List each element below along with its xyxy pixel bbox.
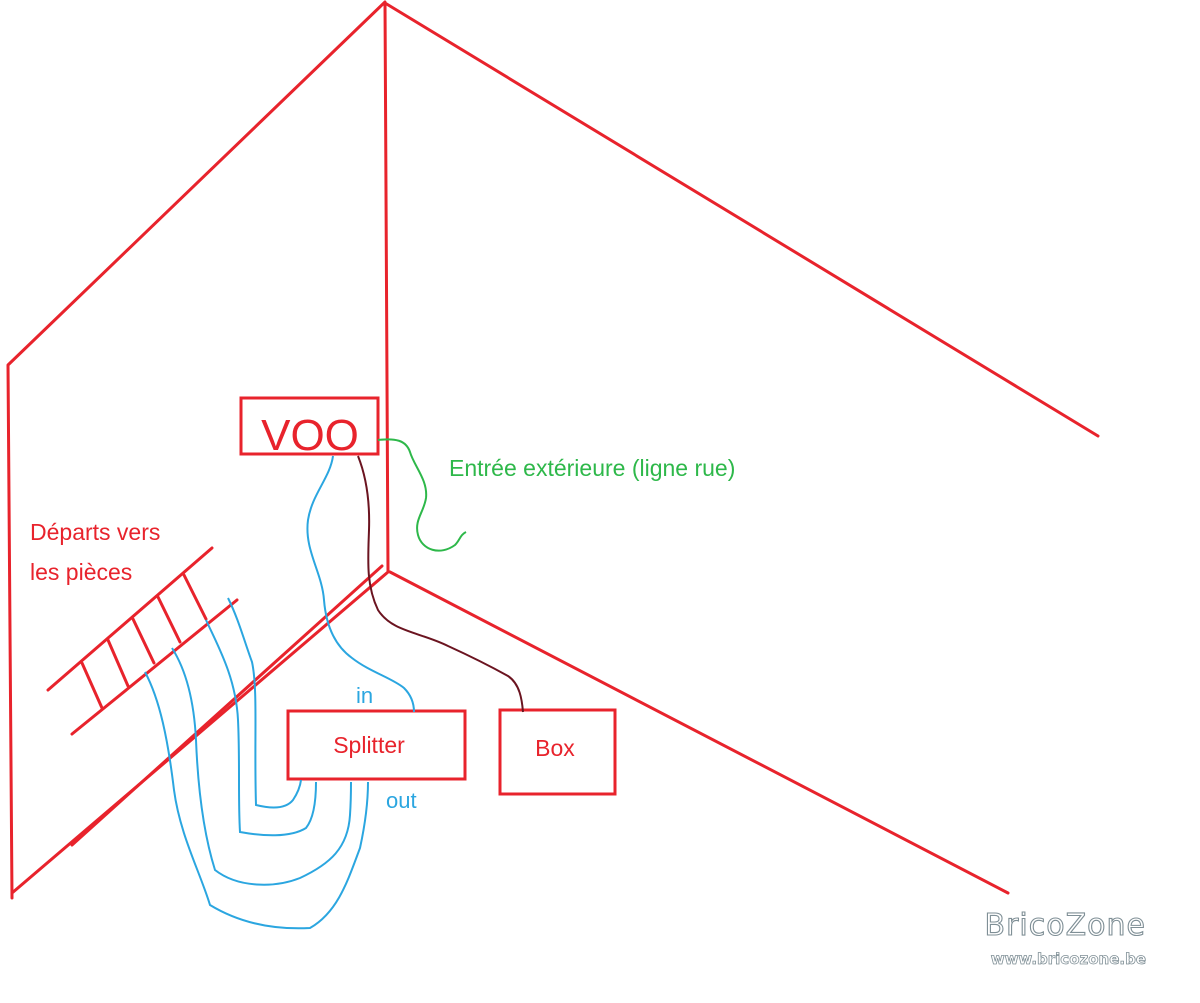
strip-rung [106, 638, 130, 688]
room-walls [6, 0, 1100, 900]
splitter-in-cable [306, 455, 415, 713]
right-wall-top-edge [383, 1, 1100, 438]
out-cable-4 [144, 671, 369, 930]
wall-base-line [70, 564, 384, 847]
voo-box [239, 396, 380, 456]
out-cable-2 [205, 619, 317, 837]
strip-rung [156, 595, 182, 644]
outside-entry-label: Entrée extérieure (ligne rue) [449, 455, 735, 481]
out-cable-1 [227, 597, 302, 809]
box-device [498, 708, 617, 796]
splitter-out-cables [144, 597, 369, 930]
voo-label: VOO [261, 411, 359, 460]
departures-label-line1: Départs vers [30, 519, 160, 545]
outside-entry-cable [377, 438, 467, 552]
floor-right-edge [388, 570, 1010, 895]
out-cable-3 [171, 647, 352, 886]
strip-rung [80, 661, 104, 710]
in-label: in [356, 683, 373, 708]
departures-label-line2: les pièces [30, 559, 132, 585]
splitter-box [286, 709, 467, 781]
watermark-title: BricoZone [985, 908, 1146, 943]
strip-rung [131, 617, 156, 665]
out-label: out [386, 788, 417, 813]
departures-strip [46, 546, 239, 736]
bricozone-watermark: BricoZone www.bricozone.be [984, 907, 1146, 968]
box-label: Box [535, 735, 575, 761]
strip-lower-rail [70, 598, 239, 736]
strip-upper-rail [46, 546, 214, 692]
box-cable [357, 455, 524, 713]
watermark-url: www.bricozone.be [991, 950, 1146, 968]
splitter-label: Splitter [333, 732, 405, 758]
strip-rung [182, 573, 208, 621]
